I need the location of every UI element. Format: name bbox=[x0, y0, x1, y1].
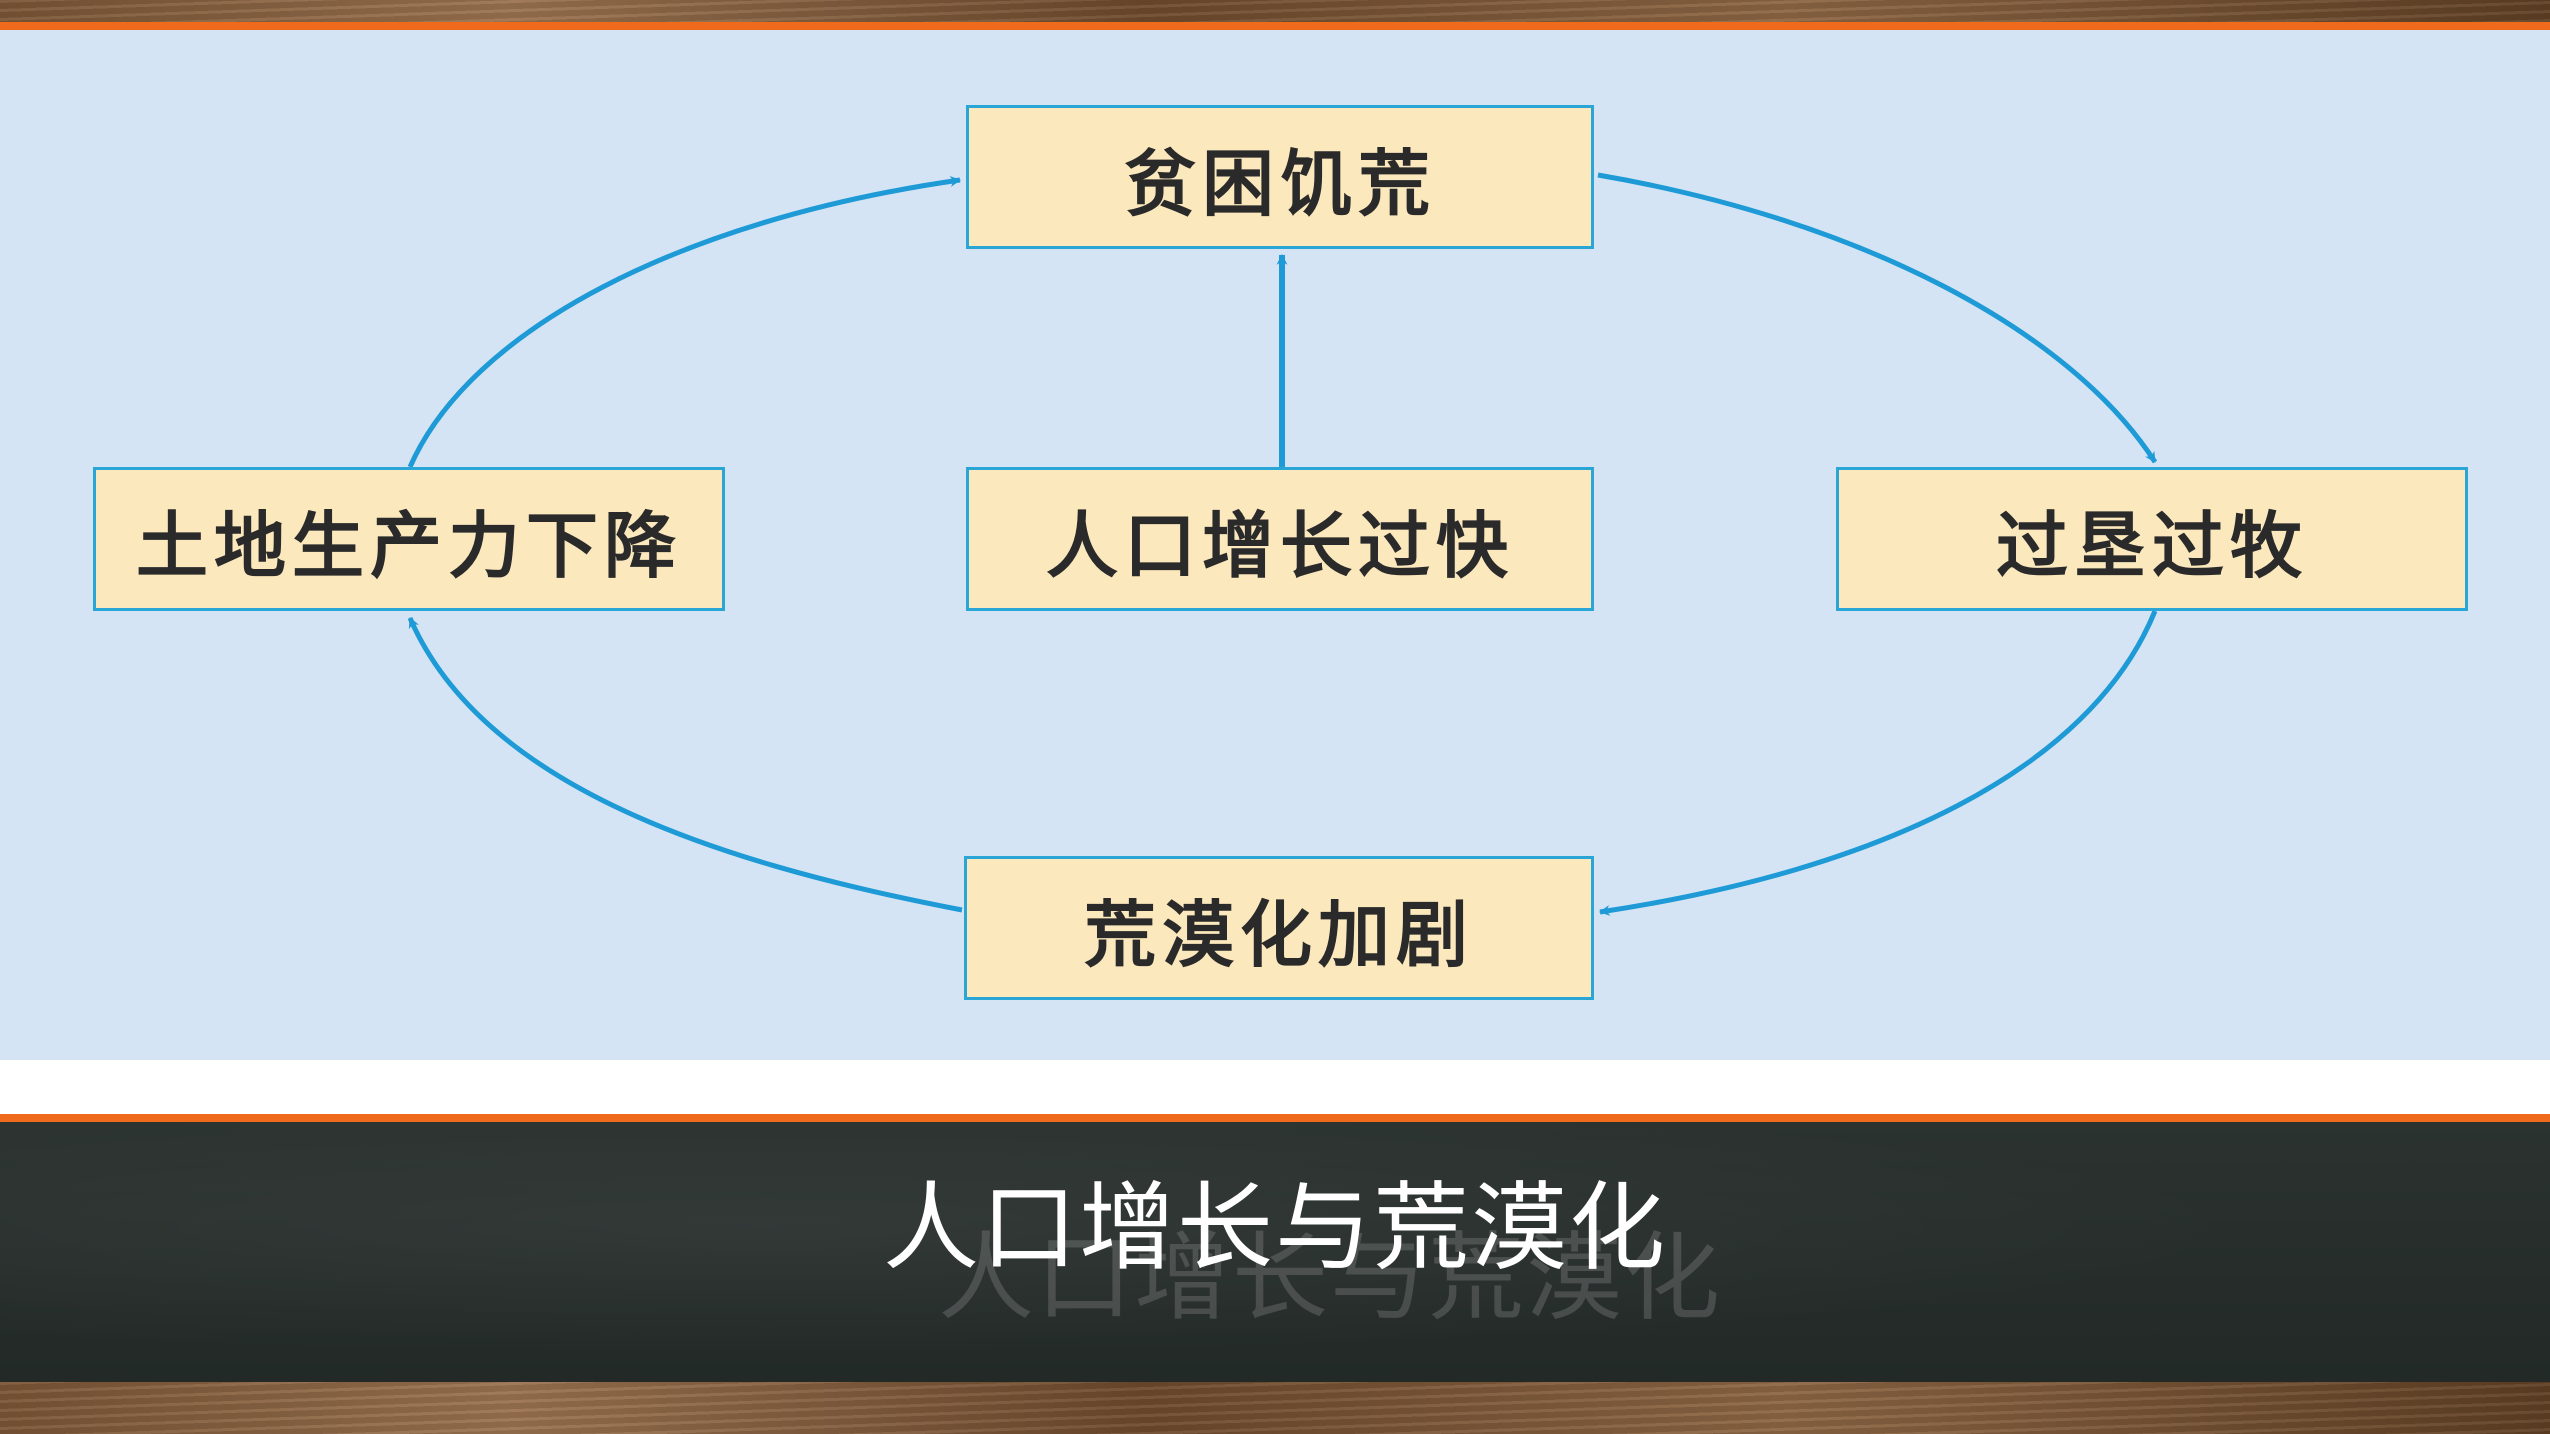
node-rapid-population-growth: 人口增长过快 bbox=[966, 467, 1594, 611]
white-band bbox=[0, 1060, 2550, 1114]
accent-line-bottom bbox=[0, 1114, 2550, 1122]
arrow-right-to-bottom bbox=[1598, 610, 2158, 916]
caption-title: 人口增长与荒漠化 bbox=[883, 1172, 1667, 1284]
node-land-productivity-decline: 土地生产力下降 bbox=[93, 467, 725, 611]
wood-frame-bottom bbox=[0, 1382, 2550, 1434]
node-desertification-intensifies: 荒漠化加剧 bbox=[964, 856, 1594, 1000]
caption-shadow-text: 人口增长与荒漠化 bbox=[938, 1222, 1722, 1334]
accent-line-top bbox=[0, 22, 2550, 30]
arrow-bottom-to-left bbox=[407, 616, 963, 913]
wood-frame-top bbox=[0, 0, 2550, 22]
node-overcultivation-overgrazing: 过垦过牧 bbox=[1836, 467, 2468, 611]
caption-bar bbox=[0, 1122, 2550, 1382]
arrow-top-to-right bbox=[1597, 172, 2158, 464]
arrow-left-to-top bbox=[407, 175, 962, 469]
node-poverty-famine: 贫困饥荒 bbox=[966, 105, 1594, 249]
